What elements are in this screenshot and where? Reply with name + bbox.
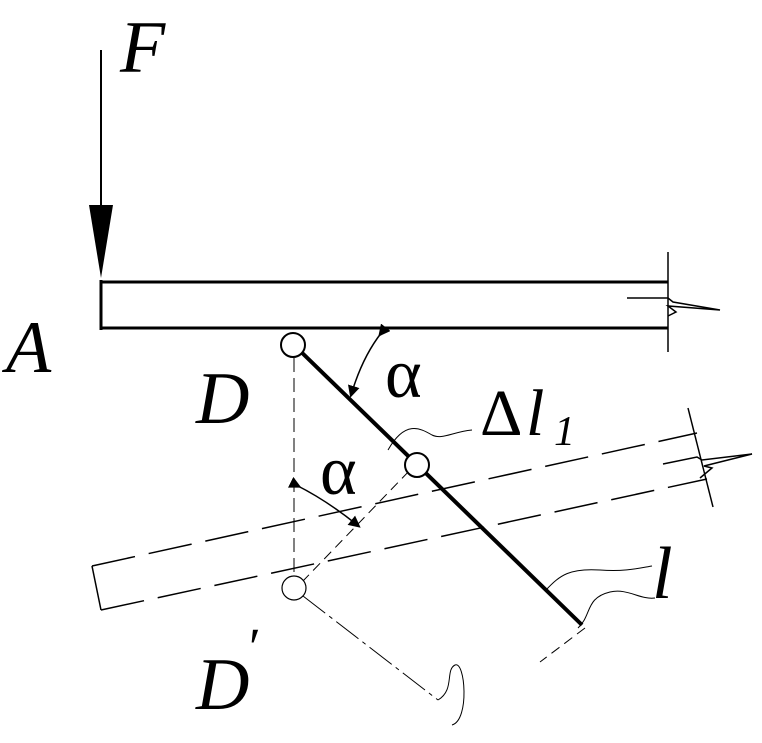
joint-d-prime <box>281 575 307 601</box>
lower-angle-label: α <box>320 433 357 510</box>
force-arrow <box>89 50 113 278</box>
rod <box>292 343 584 627</box>
elongated-rod-break <box>437 664 465 726</box>
rod-length-leader <box>545 565 653 591</box>
rod-end-dashed <box>539 627 586 663</box>
joint-d <box>280 332 306 358</box>
beam-break-symbol <box>627 297 721 317</box>
rod-length-label: l <box>652 533 673 615</box>
delta-l-label: l <box>526 377 544 450</box>
projection-dashed-line <box>301 467 413 583</box>
upper-angle-arrow <box>348 323 391 398</box>
point-d-prime-mark: ′ <box>249 617 261 677</box>
displaced-beam <box>91 407 714 611</box>
elongated-rod-line <box>302 595 439 701</box>
point-d-prime-label: D <box>195 644 249 726</box>
joint-on-rod <box>404 452 430 478</box>
delta-l-subscript: 1 <box>554 409 575 455</box>
force-label: F <box>119 7 166 89</box>
upper-angle-label: α <box>385 336 422 413</box>
displaced-beam-break-symbol <box>662 453 753 479</box>
point-a-label: A <box>1 307 52 389</box>
delta-symbol-label: Δ <box>480 377 522 450</box>
rod-end-leader <box>577 590 656 629</box>
delta-l-leader <box>387 428 473 451</box>
point-d-label: D <box>195 358 249 440</box>
lower-angle-arrow <box>287 476 361 528</box>
